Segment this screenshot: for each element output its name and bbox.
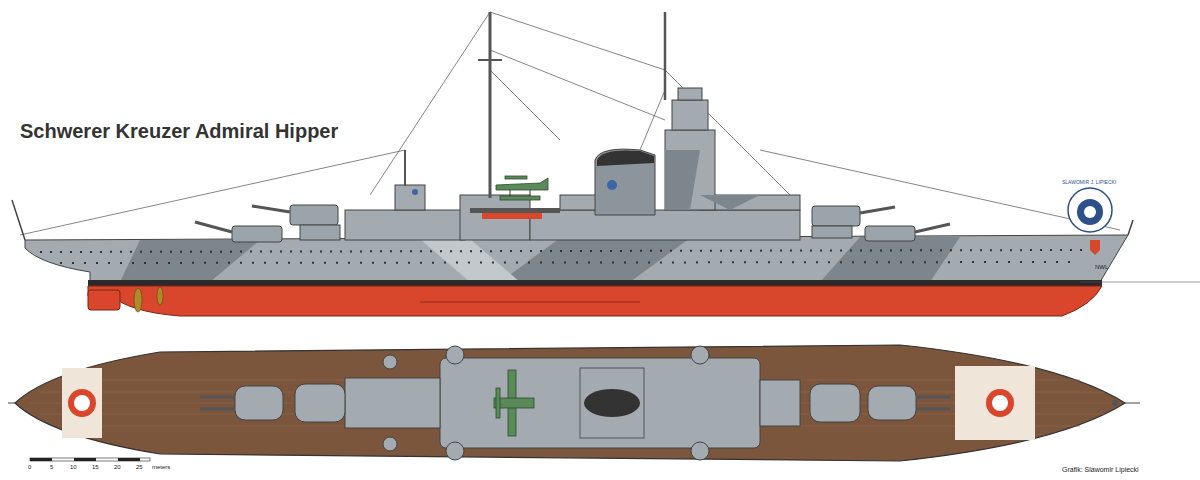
scale-number: 20: [114, 464, 121, 471]
credit-note: Grafik: Slawomir Lipiecki: [1062, 466, 1139, 474]
drawing-title: Schwerer Kreuzer Admiral Hipper: [20, 120, 338, 142]
scale-number: 15: [92, 464, 99, 471]
scale-number: 25: [136, 464, 143, 471]
scale-number: 10: [70, 464, 77, 471]
scale-unit: meters: [152, 464, 170, 471]
scale-number: 0: [28, 464, 31, 471]
logo-text: SLAWOMIR J. LIPIECKI: [1062, 180, 1116, 186]
scale-number: 5: [50, 464, 53, 471]
waterline-mark: NWL: [1095, 264, 1108, 271]
